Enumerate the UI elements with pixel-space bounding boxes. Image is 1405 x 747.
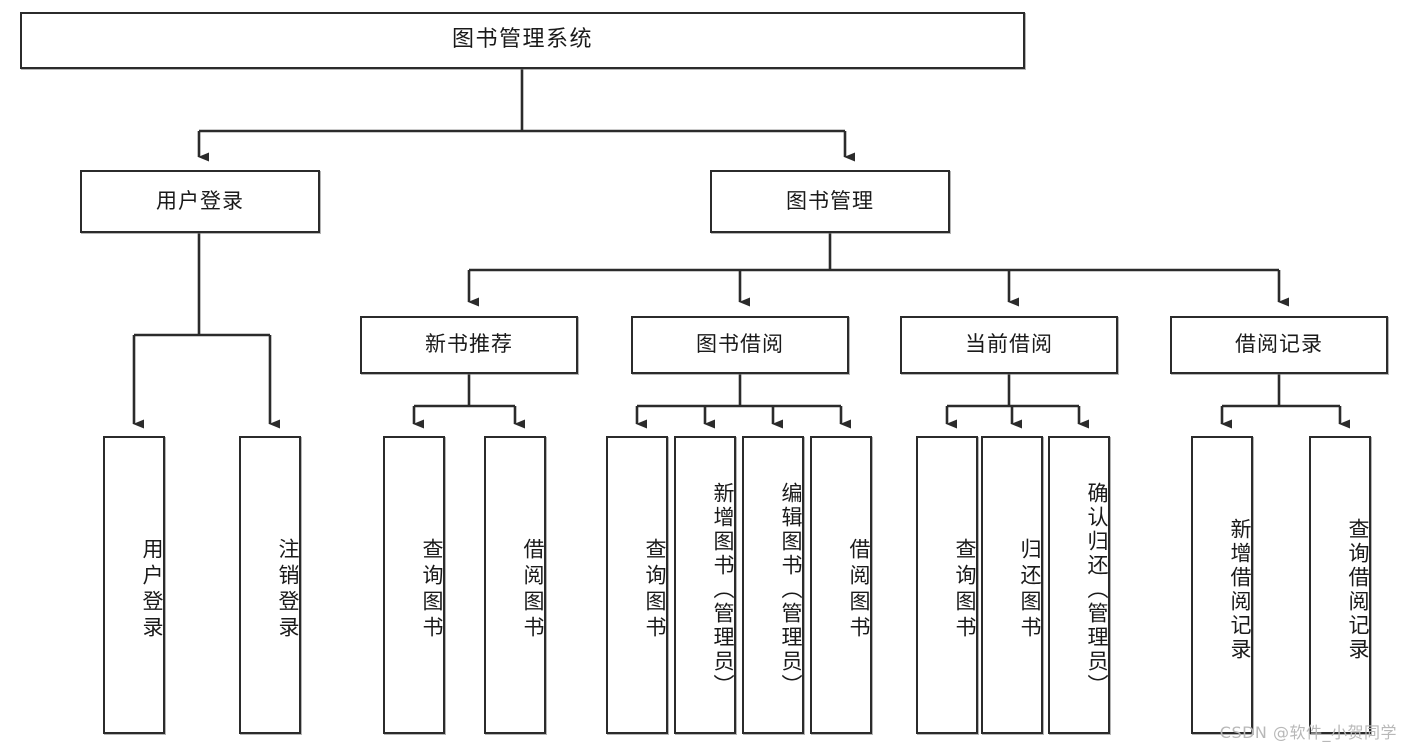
- leaf-query-book-current[interactable]: 查询图书: [916, 436, 978, 734]
- node-current-borrow[interactable]: 当前借阅: [900, 316, 1118, 374]
- leaf-borrow-book[interactable]: 借阅图书: [810, 436, 872, 734]
- node-user-login[interactable]: 用户登录: [80, 170, 320, 233]
- leaf-edit-book-admin[interactable]: 编辑图书（管理员）: [742, 436, 804, 734]
- node-root-system[interactable]: 图书管理系统: [20, 12, 1025, 69]
- leaf-user-login[interactable]: 用户登录: [103, 436, 165, 734]
- leaf-query-borrow-record[interactable]: 查询借阅记录: [1309, 436, 1371, 734]
- leaf-return-book[interactable]: 归还图书: [981, 436, 1043, 734]
- node-book-management[interactable]: 图书管理: [710, 170, 950, 233]
- leaf-borrow-book-recommend[interactable]: 借阅图书: [484, 436, 546, 734]
- node-new-book-recommend[interactable]: 新书推荐: [360, 316, 578, 374]
- leaf-add-borrow-record[interactable]: 新增借阅记录: [1191, 436, 1253, 734]
- node-borrow-record[interactable]: 借阅记录: [1170, 316, 1388, 374]
- leaf-add-book-admin[interactable]: 新增图书（管理员）: [674, 436, 736, 734]
- leaf-query-book-borrow[interactable]: 查询图书: [606, 436, 668, 734]
- node-book-borrow[interactable]: 图书借阅: [631, 316, 849, 374]
- watermark-text: CSDN @软件_小贺同学: [1219, 723, 1397, 742]
- leaf-query-book-recommend[interactable]: 查询图书: [383, 436, 445, 734]
- leaf-logout[interactable]: 注销登录: [239, 436, 301, 734]
- leaf-confirm-return-admin[interactable]: 确认归还（管理员）: [1048, 436, 1110, 734]
